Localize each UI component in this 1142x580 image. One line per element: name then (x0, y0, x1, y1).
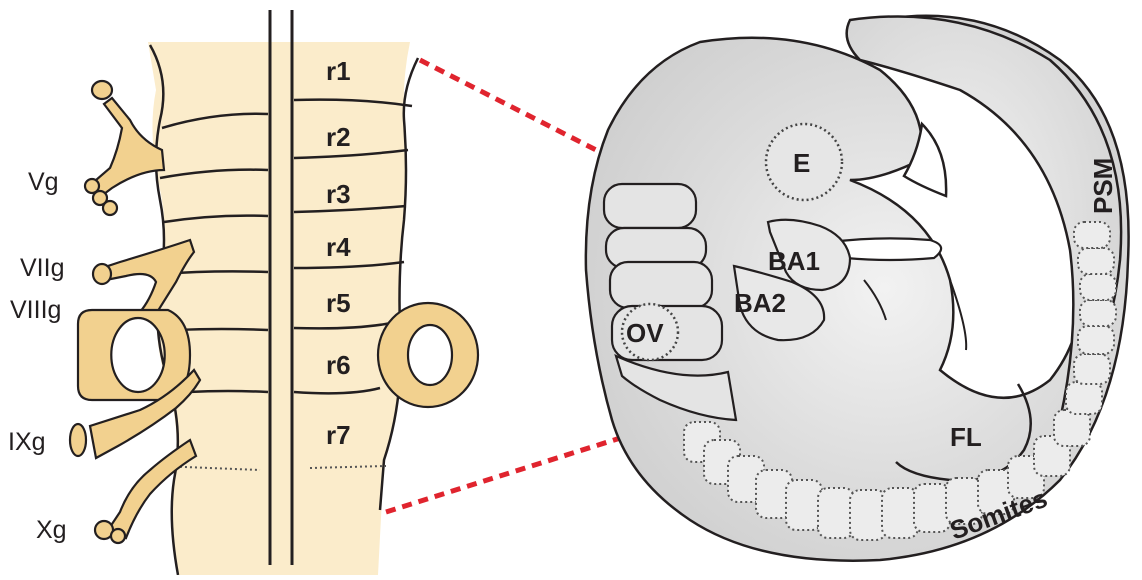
rhombomere-label: r6 (326, 350, 351, 380)
ganglion-label: Xg (36, 516, 67, 544)
ganglion-label: VIIg (20, 254, 64, 282)
label-arch1: BA1 (768, 246, 820, 276)
otic-vesicle-left (78, 310, 190, 400)
ganglion-label: VIIIg (10, 296, 61, 324)
label-arch2: BA2 (734, 288, 786, 318)
ganglion-label: IXg (8, 428, 46, 456)
rhombomere-label: r7 (326, 420, 351, 450)
connector-top (420, 60, 600, 152)
hindbrain-panel: r1 r2 r3 r4 r5 r6 r7 (8, 10, 478, 575)
ganglion-labels: Vg VIIg VIIIg IXg Xg (8, 168, 67, 544)
label-eye: E (793, 148, 810, 178)
ganglion-label: Vg (28, 168, 59, 196)
embryo-panel: E BA1 BA2 OV FL PSM Somites (586, 16, 1129, 561)
label-otic: OV (626, 318, 664, 348)
label-forelimb: FL (950, 422, 982, 452)
label-psm: PSM (1088, 158, 1118, 214)
rhombomere-label: r5 (326, 288, 351, 318)
connector-bottom (386, 428, 652, 512)
otic-vesicle-right (378, 303, 478, 407)
rhombomere-label: r3 (326, 179, 351, 209)
rhombomere-label: r2 (326, 122, 351, 152)
rhombomere-label: r4 (326, 232, 351, 262)
rhombomere-label: r1 (326, 56, 351, 86)
